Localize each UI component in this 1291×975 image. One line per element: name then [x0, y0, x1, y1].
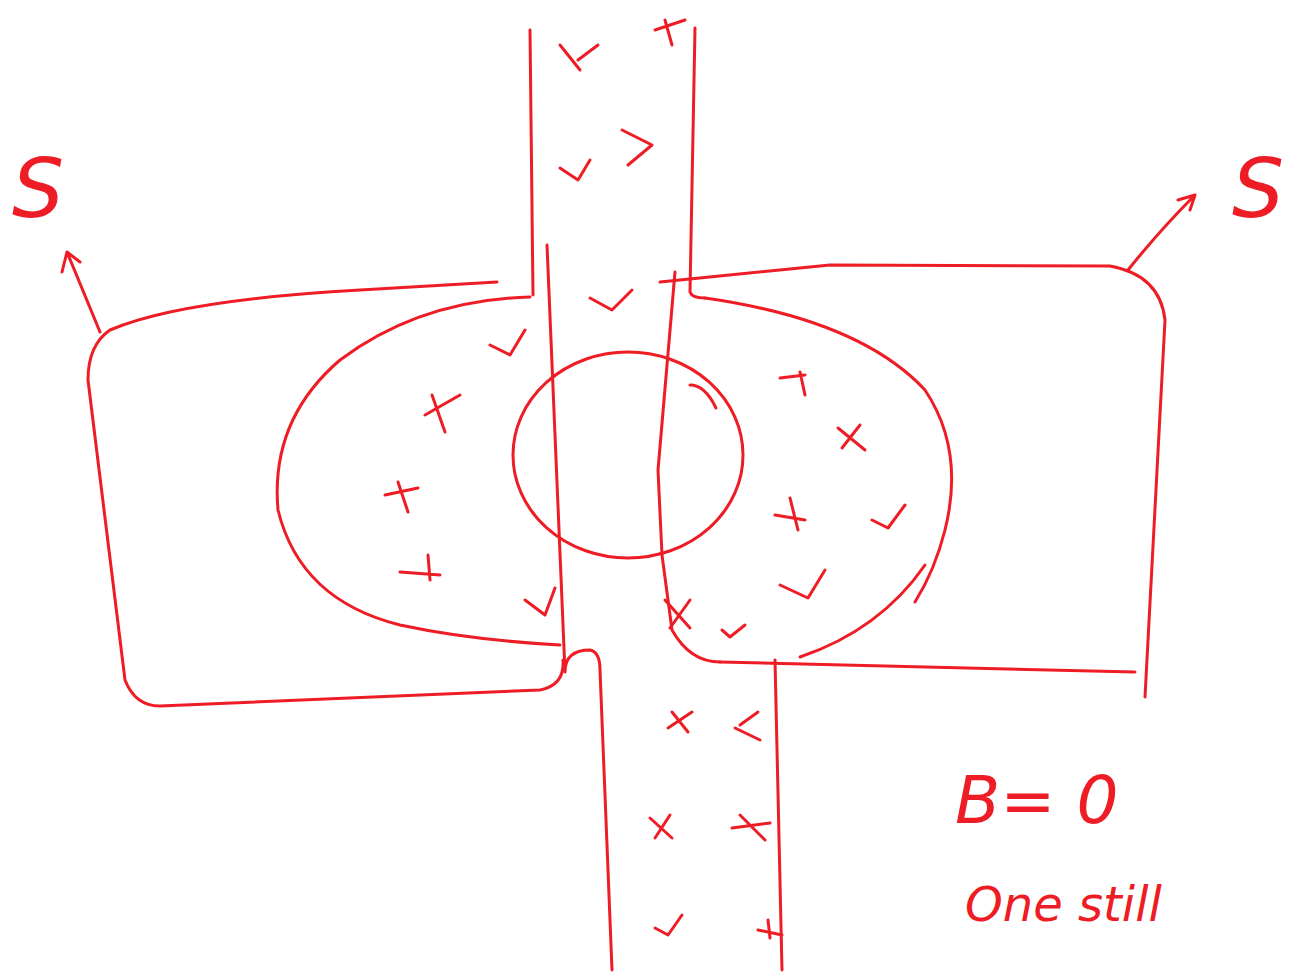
outer-band	[660, 265, 1165, 697]
hook	[690, 385, 716, 408]
pointer-arrow	[62, 252, 100, 332]
pointer-arrow	[1128, 195, 1195, 270]
band-edge	[690, 28, 705, 298]
surface-label: S	[12, 148, 64, 230]
hole-circle	[513, 352, 743, 558]
band-edge	[658, 272, 720, 662]
oval-edge	[277, 297, 560, 645]
band-edge	[530, 30, 533, 295]
surface-label: S	[1232, 148, 1284, 230]
note: One still	[965, 880, 1162, 928]
marks	[385, 20, 905, 938]
field-note: B= 0	[955, 768, 1119, 834]
band-edge	[775, 660, 782, 970]
outer-band	[88, 282, 563, 706]
outer-band	[720, 662, 1135, 672]
